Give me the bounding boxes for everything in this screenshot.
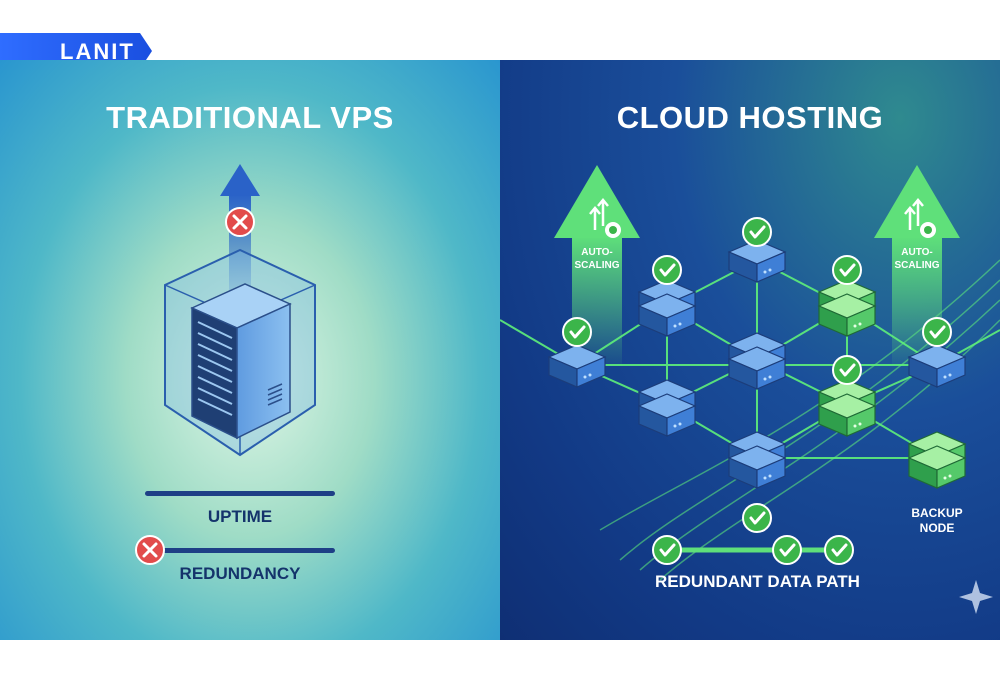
sparkle-icon	[959, 580, 993, 614]
brand-logo: LANIT	[60, 39, 135, 64]
auto-scaling-label-line: AUTO-	[581, 247, 613, 258]
uptime-bar	[145, 491, 335, 496]
check-icon	[741, 216, 773, 248]
check-icon	[831, 254, 863, 286]
cloud-hosting-title: CLOUD HOSTING	[616, 100, 884, 135]
check-icon	[561, 316, 593, 348]
cloud-hosting-panel: CLOUD HOSTING	[500, 60, 1000, 640]
check-icon	[771, 534, 803, 566]
cloud-hosting-network-diagram	[500, 165, 1000, 614]
auto-scaling-label-right: AUTO- SCALING	[882, 246, 952, 272]
server-rack-icon	[190, 283, 292, 440]
error-x-icon	[225, 207, 255, 237]
traditional-vps-illustration	[135, 164, 335, 565]
check-icon	[921, 316, 953, 348]
backup-node-label-line: NODE	[919, 521, 955, 535]
auto-scaling-label-left: AUTO- SCALING	[562, 246, 632, 272]
redundancy-label: REDUNDANCY	[179, 564, 301, 583]
check-icon	[741, 502, 773, 534]
auto-scaling-label-line: SCALING	[894, 260, 940, 271]
auto-scaling-label-line: AUTO-	[901, 247, 933, 258]
check-icon	[831, 354, 863, 386]
backup-node-label: BACKUP NODE	[897, 506, 977, 536]
check-icon	[651, 254, 683, 286]
redundancy-bar	[152, 548, 335, 553]
backup-node-label-line: BACKUP	[911, 506, 963, 520]
traditional-vps-panel: TRADITIONAL VPS	[0, 60, 500, 640]
uptime-label: UPTIME	[207, 507, 273, 526]
auto-scaling-label-line: SCALING	[574, 260, 620, 271]
check-icon	[823, 534, 855, 566]
redundant-data-path	[651, 534, 855, 566]
redundant-data-path-label: REDUNDANT DATA PATH	[655, 572, 860, 591]
redundancy-error-icon	[135, 535, 165, 565]
traditional-vps-title: TRADITIONAL VPS	[106, 100, 394, 135]
check-icon	[651, 534, 683, 566]
